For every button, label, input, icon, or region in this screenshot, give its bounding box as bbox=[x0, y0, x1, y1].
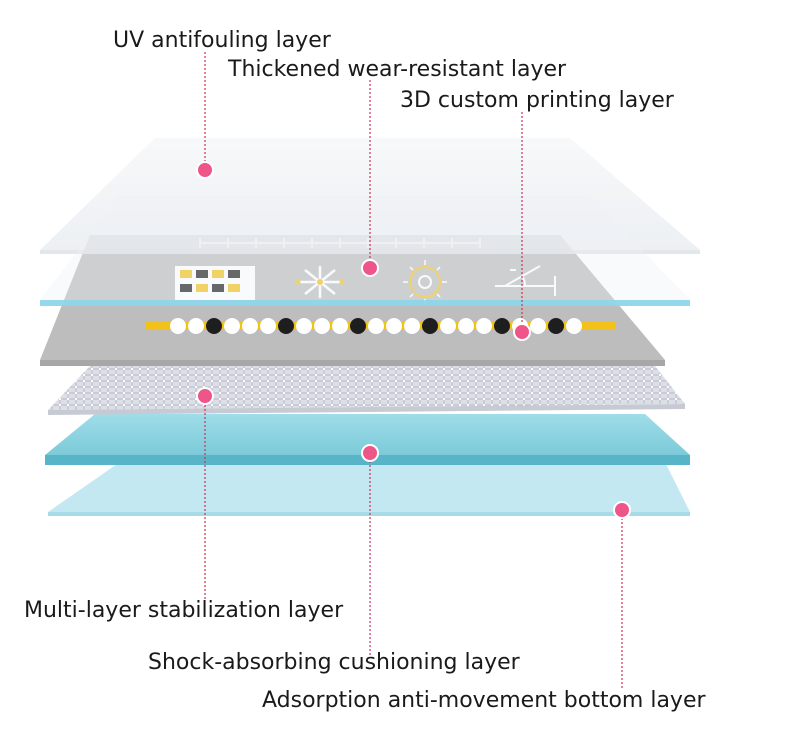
stabilization-marker bbox=[196, 387, 214, 405]
wear-marker bbox=[361, 259, 379, 277]
starburst-icon bbox=[295, 266, 345, 298]
leader-lines bbox=[204, 52, 623, 690]
cushion-layer-label: Shock-absorbing cushioning layer bbox=[148, 650, 520, 675]
printing-layer-label: 3D custom printing layer bbox=[400, 88, 674, 113]
printing-marker bbox=[513, 323, 531, 341]
sun-icon bbox=[403, 260, 447, 304]
uv-marker bbox=[196, 161, 214, 179]
markers bbox=[196, 161, 631, 519]
stabilization-layer-label: Multi-layer stabilization layer bbox=[24, 598, 344, 623]
bead-row bbox=[145, 318, 615, 334]
bottom-layer bbox=[48, 462, 690, 516]
game-grid-icon bbox=[175, 266, 255, 300]
wear-layer bbox=[40, 196, 690, 306]
uv-layer-label: UV antifouling layer bbox=[113, 28, 331, 53]
bottom-layer-label: Adsorption anti-movement bottom layer bbox=[262, 688, 706, 713]
wear-layer-label: Thickened wear-resistant layer bbox=[228, 57, 567, 82]
bottom-marker bbox=[613, 501, 631, 519]
cushion-marker bbox=[361, 444, 379, 462]
stabilization-layer bbox=[48, 366, 685, 415]
